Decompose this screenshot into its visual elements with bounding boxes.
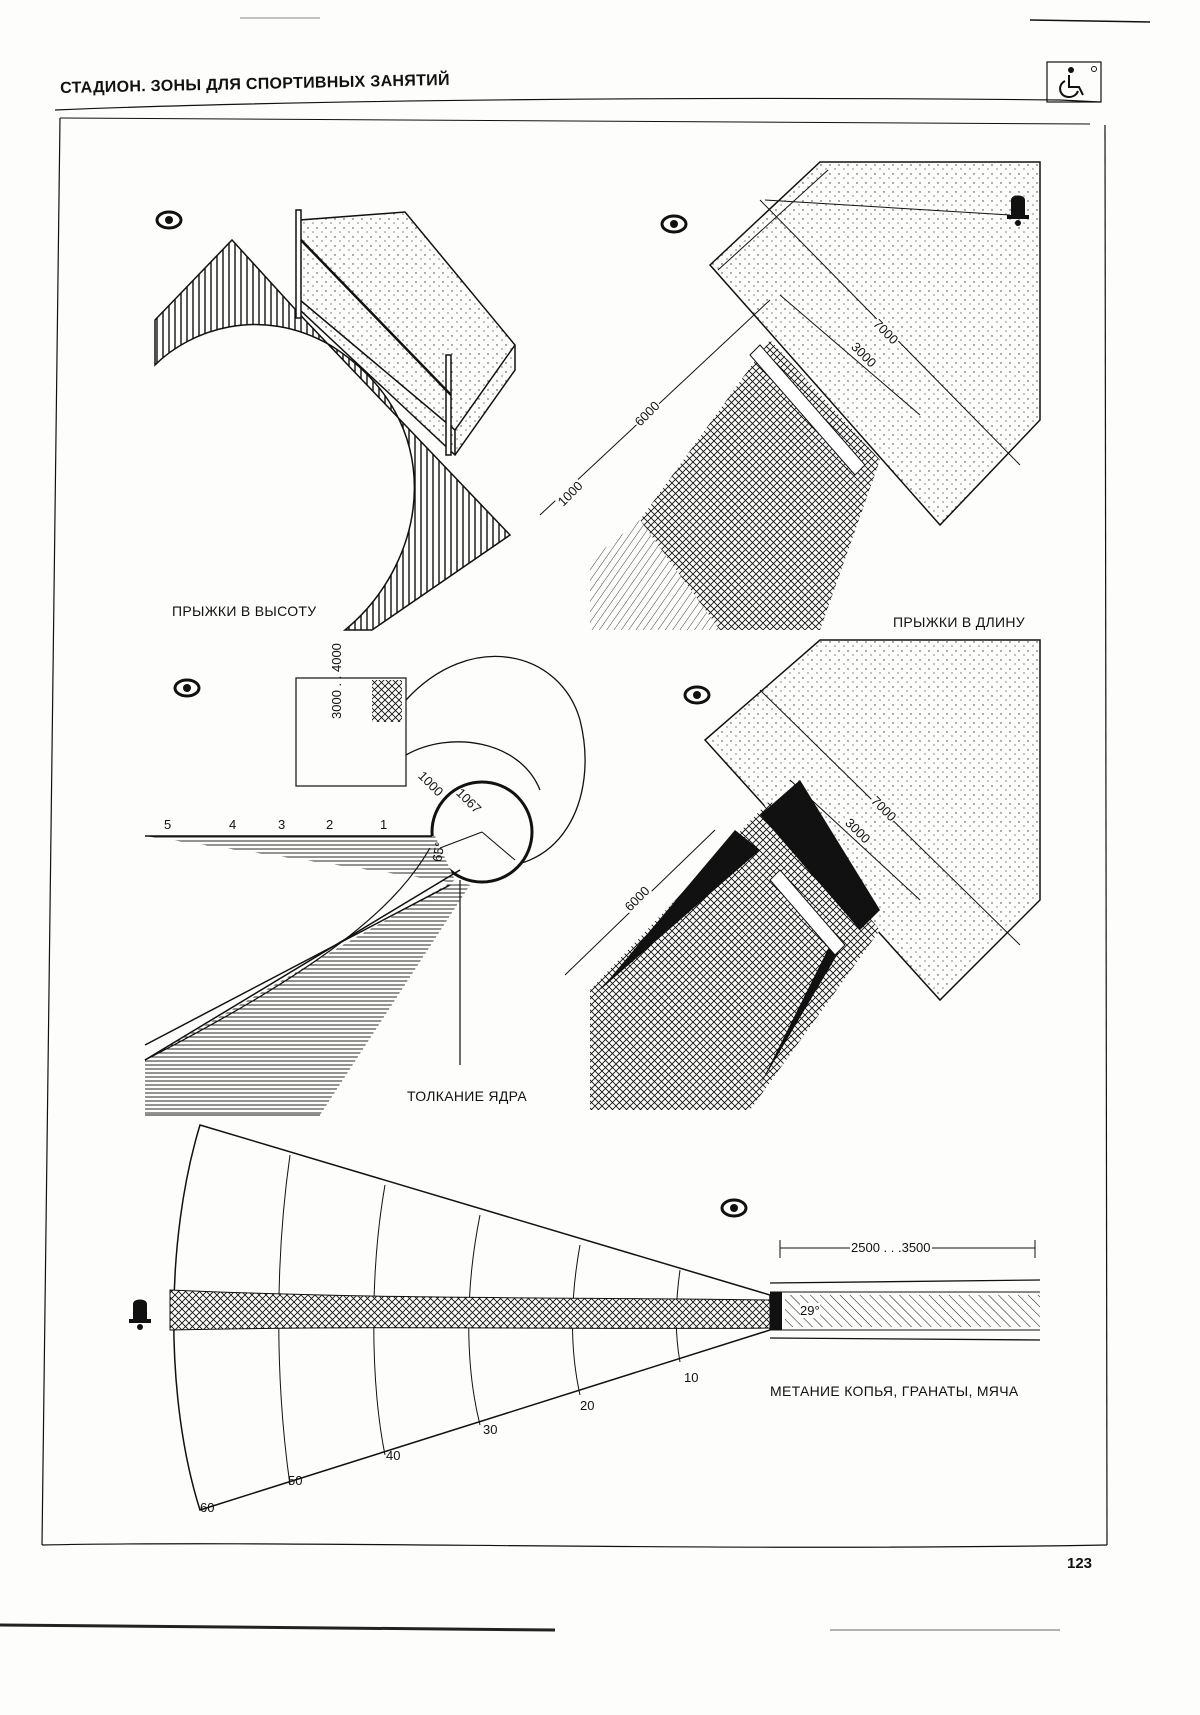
dimension-label: 3000 . . 4000	[329, 643, 344, 719]
bell-icon	[129, 1299, 151, 1330]
eye-icon	[720, 1198, 748, 1218]
high-jump-label: ПРЫЖКИ В ВЫСОТУ	[172, 603, 317, 619]
distance-mark: 30	[483, 1422, 498, 1437]
distance-mark: 10	[684, 1370, 699, 1385]
runway-dimension: 2500 . . .3500	[850, 1240, 932, 1255]
eye-icon	[660, 214, 688, 234]
page-frame	[0, 17, 1151, 1632]
sector-mark: 3	[278, 817, 286, 832]
sector-mark: 4	[229, 817, 237, 832]
throwing-drawing	[169, 1124, 1041, 1511]
shot-put-drawing	[144, 655, 586, 1116]
triple-jump-drawing	[564, 639, 1041, 1110]
eye-icon	[173, 678, 201, 698]
sector-mark: 5	[164, 817, 172, 832]
bell-icon	[1007, 195, 1029, 226]
distance-mark: 60	[200, 1500, 215, 1515]
eye-icon	[683, 685, 711, 705]
sector-mark: 1	[380, 817, 388, 832]
eye-icon	[155, 210, 183, 230]
sector-mark: 2	[326, 817, 334, 832]
distance-mark: 50	[288, 1473, 303, 1488]
long-jump-drawing	[539, 161, 1041, 630]
shot-put-label: ТОЛКАНИЕ ЯДРА	[407, 1088, 527, 1104]
wheelchair-accessibility-icon	[1046, 61, 1102, 103]
angle-label: 29°	[800, 1303, 820, 1318]
distance-mark: 40	[386, 1448, 401, 1463]
page-number: 123	[1067, 1555, 1093, 1572]
throwing-label: МЕТАНИЕ КОПЬЯ, ГРАНАТЫ, МЯЧА	[770, 1383, 1019, 1399]
long-jump-label: ПРЫЖКИ В ДЛИНУ	[893, 614, 1025, 630]
high-jump-drawing	[154, 209, 516, 631]
distance-mark: 20	[580, 1398, 595, 1413]
